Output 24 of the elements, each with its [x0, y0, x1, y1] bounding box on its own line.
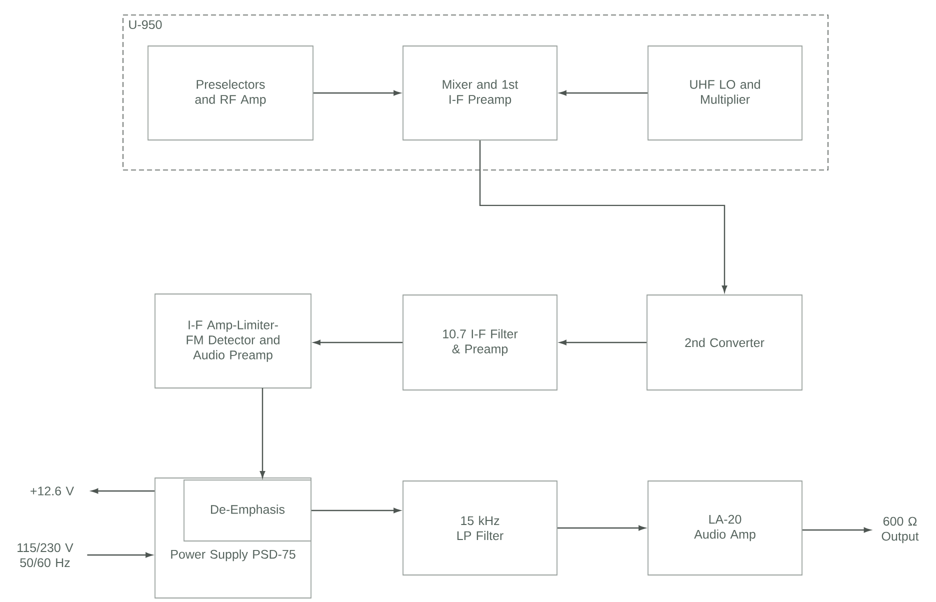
arrow: [560, 90, 648, 96]
arrow: [313, 90, 400, 96]
block-box: 2nd Converter: [646, 294, 802, 390]
block-box: Mixer and 1st I-F Preamp: [402, 46, 558, 140]
arrow: [560, 340, 647, 346]
arrow: [557, 525, 646, 531]
arrow: [314, 340, 403, 346]
signal-label: +12.6 V: [30, 486, 74, 496]
block-box: 10.7 I-F Filter & Preamp: [402, 294, 558, 390]
arrow: [260, 388, 266, 478]
block-box: De-Emphasis: [184, 480, 312, 542]
signal-label: 600 Ω Output: [882, 516, 919, 544]
block-box: 15 kHz LP Filter: [402, 480, 558, 576]
group-label: U-950: [129, 20, 162, 30]
arrow: [479, 140, 728, 292]
arrow: [91, 488, 155, 494]
arrow: [311, 508, 400, 514]
block-box: UHF LO and Multiplier: [648, 46, 802, 140]
block-box: LA-20 Audio Amp: [648, 480, 802, 576]
arrow: [87, 552, 152, 558]
signal-label: 115/230 V 50/60 Hz: [18, 542, 74, 568]
block-box: I-F Amp-Limiter-FM Detector and Audio Preamp: [154, 294, 312, 388]
arrow: [802, 527, 871, 533]
block-box: Preselectors and RF Amp: [148, 46, 314, 140]
